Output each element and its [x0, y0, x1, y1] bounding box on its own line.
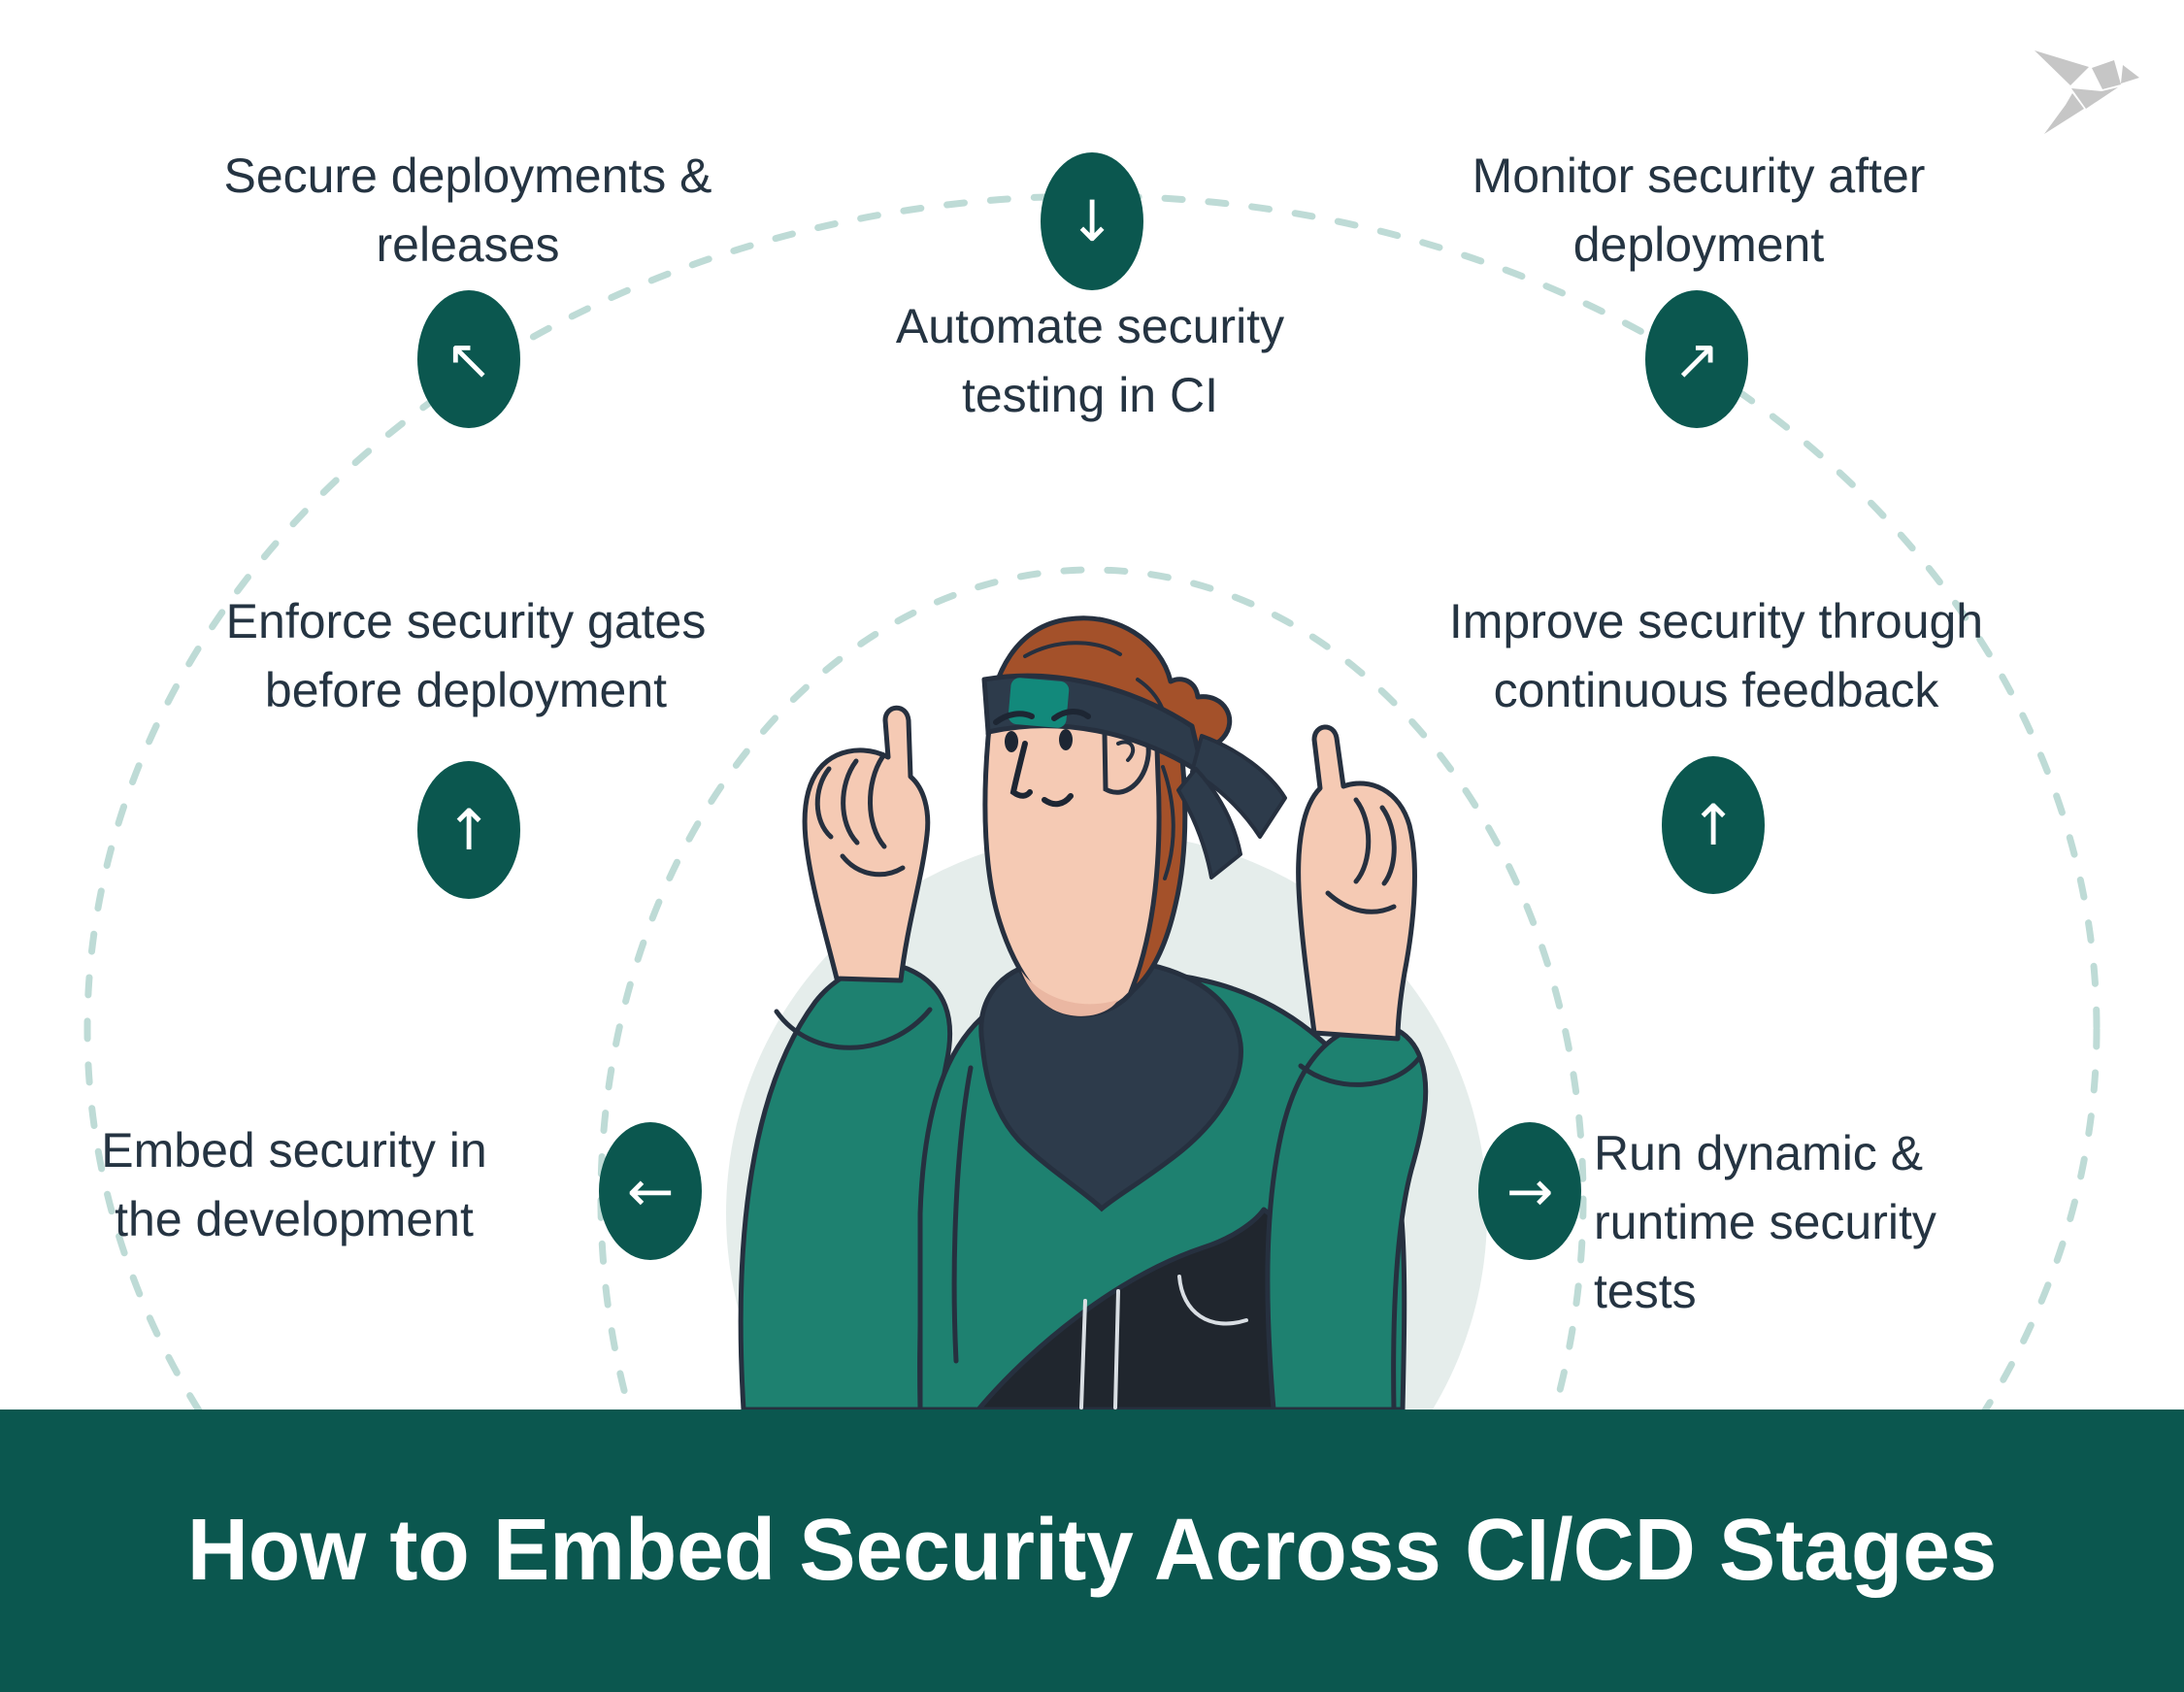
stage-run-dynamic-button: → [1478, 1122, 1581, 1260]
stage-label-embed-development: Embed security in the development [101, 1123, 487, 1246]
arrow-up-left-icon: ↖ [445, 326, 493, 392]
arrow-right-icon: → [1506, 1158, 1554, 1224]
stage-label-monitor-security: Monitor security after deployment [1472, 149, 1926, 272]
title-bar: How to Embed Security Across CI/CD Stage… [0, 1410, 2184, 1692]
stage-label-automate-testing: Automate security testing in CI [895, 299, 1285, 422]
stage-label-secure-deployments: Secure deployments & releases [223, 149, 712, 272]
stage-enforce-gates-button: ↑ [417, 761, 520, 899]
stage-label-enforce-gates: Enforce security gates before deployment [225, 594, 707, 717]
stage-secure-deployments-button: ↖ [417, 290, 520, 428]
arrow-up-icon: ↑ [1689, 792, 1737, 858]
stage-label-run-dynamic: Run dynamic & runtime security tests [1594, 1126, 1936, 1318]
stage-automate-testing-button: ↓ [1041, 152, 1143, 290]
arrow-up-right-icon: ↗ [1672, 326, 1721, 392]
stage-improve-feedback-button: ↑ [1662, 756, 1765, 894]
arrow-left-icon: ← [626, 1158, 675, 1224]
arrow-up-icon: ↑ [445, 797, 493, 863]
stage-label-improve-feedback: Improve security through continuous feed… [1448, 594, 1984, 717]
arrow-down-icon: ↓ [1068, 188, 1116, 254]
stage-monitor-security-button: ↗ [1645, 290, 1748, 428]
origami-bird-logo [2035, 50, 2139, 134]
stage-embed-development-button: ← [599, 1122, 702, 1260]
page-title: How to Embed Security Across CI/CD Stage… [186, 1502, 1998, 1599]
headband-patch [1008, 678, 1070, 728]
